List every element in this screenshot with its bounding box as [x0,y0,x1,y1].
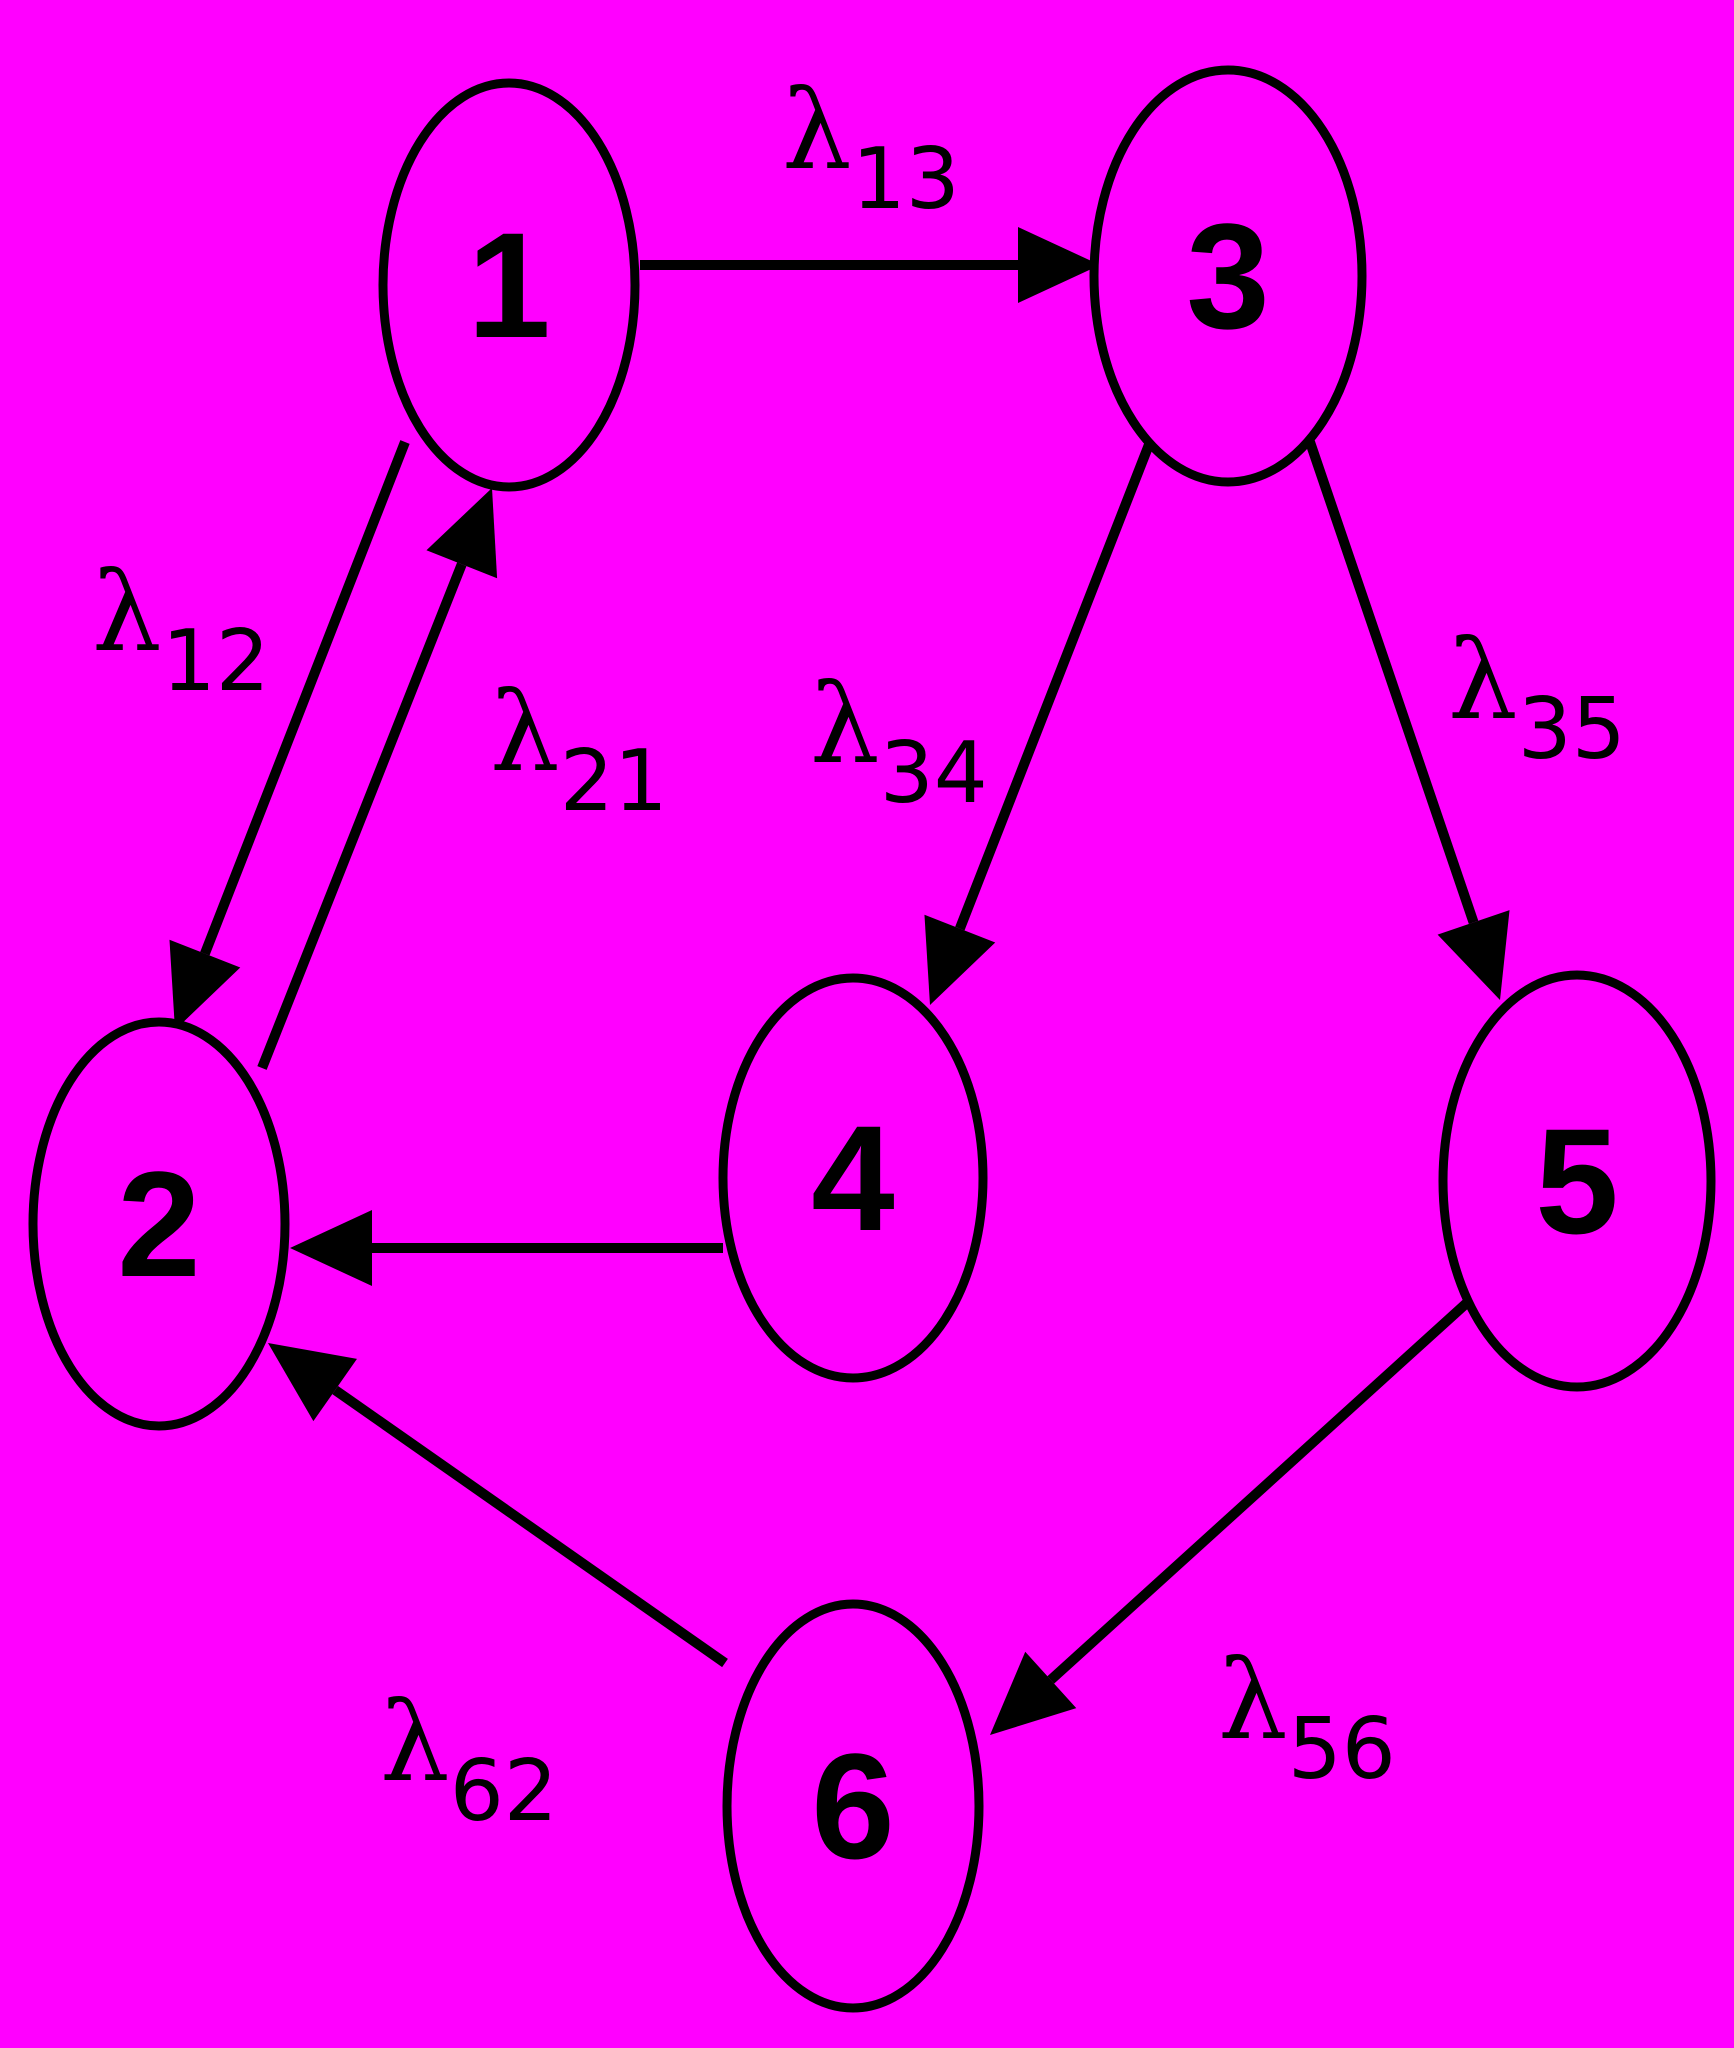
edge-1-2 [169,440,410,1030]
edge-3-5 [1305,440,1510,1000]
lambda-symbol: λ [92,548,162,676]
node-label: 4 [811,1094,894,1262]
node-label: 1 [467,201,550,369]
edge-label-6-2: λ62 [380,1678,558,1841]
arrowhead-icon [1018,227,1100,303]
edge-6-2 [268,1343,728,1668]
edge-5-6 [990,1296,1474,1735]
node-ellipse [722,1599,984,2013]
edge-label-3-4: λ34 [810,660,988,823]
state-node-5: 5 [1438,970,1716,1392]
rate-subscript: 62 [450,1742,558,1841]
edge-2-1 [257,488,498,1070]
state-node-2: 2 [28,1017,290,1431]
node-label: 2 [117,1140,200,1308]
edge-label-3-5: λ35 [1448,616,1626,779]
state-node-6: 6 [722,1599,984,2013]
arrowhead-icon [169,939,241,1030]
edge-1-3 [640,227,1100,303]
lambda-symbol: λ [380,1678,450,1806]
node-label: 6 [811,1722,894,1890]
edge-line-6-2 [332,1385,728,1668]
node-ellipse [718,973,988,1383]
lambda-symbol: λ [810,660,880,788]
edge-line-1-2 [200,440,410,956]
edge-label-1-3: λ13 [782,66,960,229]
node-ellipse [1089,65,1367,487]
state-node-4: 4 [718,973,988,1383]
edge-label-2-1: λ21 [490,668,668,831]
node-label: 5 [1535,1097,1618,1265]
node-ellipse [1438,970,1716,1392]
arrowhead-icon [924,914,996,1005]
rate-subscript: 21 [560,732,668,831]
state-node-1: 1 [378,78,640,492]
node-ellipse [28,1017,290,1431]
edge-4-2 [290,1210,723,1286]
edge-3-4 [924,440,1155,1005]
lambda-symbol: λ [1448,616,1518,744]
edge-line-3-5 [1305,440,1479,924]
edge-label-1-2: λ12 [92,548,270,711]
arrowhead-icon [426,488,498,579]
node-ellipse [378,78,640,492]
rate-subscript: 35 [1518,680,1626,779]
rate-subscript: 34 [880,724,988,823]
rate-subscript: 12 [162,612,270,711]
lambda-symbol: λ [782,66,852,194]
edge-line-2-1 [257,562,467,1070]
edge-line-5-6 [1047,1296,1474,1684]
rate-subscript: 56 [1288,1700,1396,1799]
lambda-symbol: λ [490,668,560,796]
arrowhead-icon [1437,910,1510,1000]
arrowhead-icon [290,1210,372,1286]
arrowhead-icon [268,1343,357,1422]
edge-line-3-4 [955,440,1155,931]
edge-label-5-6: λ56 [1218,1636,1396,1799]
arrowhead-icon [990,1651,1077,1735]
rate-subscript: 13 [852,130,960,229]
lambda-symbol: λ [1218,1636,1288,1764]
node-label: 3 [1186,192,1269,360]
state-node-3: 3 [1089,65,1367,487]
